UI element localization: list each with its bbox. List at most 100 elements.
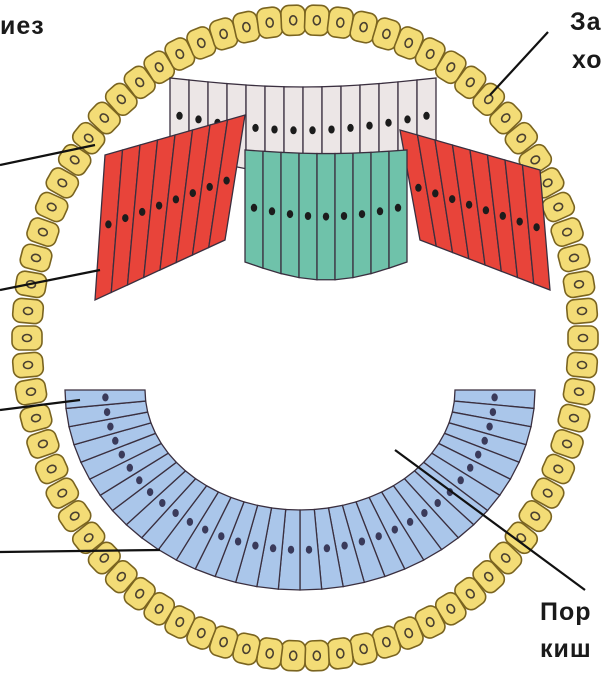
ectoderm-cell-body [12,352,44,378]
notochord-nucleus [323,213,329,221]
endoderm-nucleus [172,509,178,517]
ectoderm-cell-body [281,5,306,36]
label-notochord-rudiment-line2: хо [572,48,603,73]
mesoderm-left-layer [95,115,245,300]
endoderm-nucleus [421,509,427,517]
ectoderm-cell-body [562,377,596,406]
ectoderm-cell [281,640,306,671]
neural-plate-nucleus [271,126,277,134]
mesoderm-left-nucleus [156,202,162,210]
endoderm-nucleus [218,532,224,540]
notochord-nucleus [359,210,365,218]
ectoderm-cell [566,352,598,378]
notochord-nucleus [377,207,383,215]
endoderm-nucleus [491,393,497,401]
ectoderm-cell [256,6,284,39]
endoderm-nucleus [147,488,153,496]
endoderm-nucleus [235,538,241,546]
endoderm-nucleus [104,408,110,416]
neural-plate-nucleus [423,112,429,120]
ectoderm-cell [304,640,329,671]
notochord-nucleus [269,207,275,215]
endoderm-nucleus [112,437,118,445]
neural-plate-nucleus [328,126,334,134]
endoderm-nucleus [458,476,464,484]
endoderm-nucleus [490,408,496,416]
endoderm-nucleus [127,464,133,472]
mesoderm-right-nucleus [483,206,489,214]
endoderm-nucleus [359,538,365,546]
neural-plate-nucleus [366,122,372,130]
ectoderm-cell [281,5,306,36]
ectoderm-cell [14,377,48,406]
mesoderm-left-nucleus [190,189,196,197]
ectoderm-cell [562,270,596,299]
label-notochord-rudiment-line1: За [570,10,602,35]
ectoderm-cell [562,377,596,406]
ectoderm-cell [12,352,44,378]
neural-plate-nucleus [385,119,391,127]
neural-plate-nucleus [309,126,315,134]
endoderm-nucleus [102,393,108,401]
ectoderm-cell-body [256,6,284,39]
neural-plate-nucleus [347,124,353,132]
neural-plate-nucleus [176,112,182,120]
ectoderm-cell-body [304,640,329,671]
ectoderm-cell-body [304,5,329,36]
ectoderm-cell-body [568,326,598,350]
leader-line [490,32,548,95]
ectoderm-cell-body [562,270,596,299]
mesoderm-left-nucleus [173,195,179,203]
ectoderm-cell-body [12,326,42,350]
mesoderm-right-nucleus [432,189,438,197]
endoderm-nucleus [187,518,193,526]
label-mesenchyme-partial: иез [0,14,45,39]
endoderm-nucleus [341,542,347,550]
neural-plate-nucleus [404,115,410,123]
ectoderm-cell-body [14,377,48,406]
endoderm-nucleus [467,464,473,472]
endoderm-nucleus [435,499,441,507]
endoderm-nucleus [324,544,330,552]
ectoderm-cell-body [566,352,598,378]
mesoderm-right-nucleus [500,212,506,220]
neural-plate-nucleus [290,126,296,134]
endoderm-nucleus [107,423,113,431]
endoderm-layer [65,390,535,590]
endoderm-nucleus [119,451,125,459]
endoderm-nucleus [202,526,208,534]
neural-plate-nucleus [195,115,201,123]
mesoderm-left-nucleus [223,177,229,185]
ectoderm-cell-body [281,640,306,671]
ectoderm-cell-body [556,403,591,434]
ectoderm-cell [304,5,329,36]
notochord-nucleus [395,204,401,212]
endoderm-nucleus [136,476,142,484]
mesoderm-right-nucleus [466,201,472,209]
mesoderm-left-nucleus [139,208,145,216]
ectoderm-cell [12,298,44,324]
endoderm-nucleus [482,437,488,445]
endoderm-nucleus [252,542,258,550]
notochord-nucleus [341,212,347,220]
ectoderm-cell-body [556,243,591,274]
ectoderm-cell-body [326,637,354,670]
ectoderm-cell [556,403,591,434]
ectoderm-cell-body [12,298,44,324]
mesoderm-right-nucleus [517,218,523,226]
endoderm-nucleus [392,526,398,534]
endoderm-nucleus [407,518,413,526]
endoderm-nucleus [486,423,492,431]
notochord-nucleus [287,210,293,218]
ectoderm-cell [18,243,53,274]
label-gut-cavity-line1: Пор [540,600,592,625]
mesoderm-right-nucleus [449,195,455,203]
mesoderm-left-nucleus [105,220,111,228]
endoderm-nucleus [376,532,382,540]
mesoderm-left-nucleus [207,183,213,191]
leader-line [0,270,100,290]
ectoderm-cell [566,298,598,324]
notochord-nucleus [305,212,311,220]
